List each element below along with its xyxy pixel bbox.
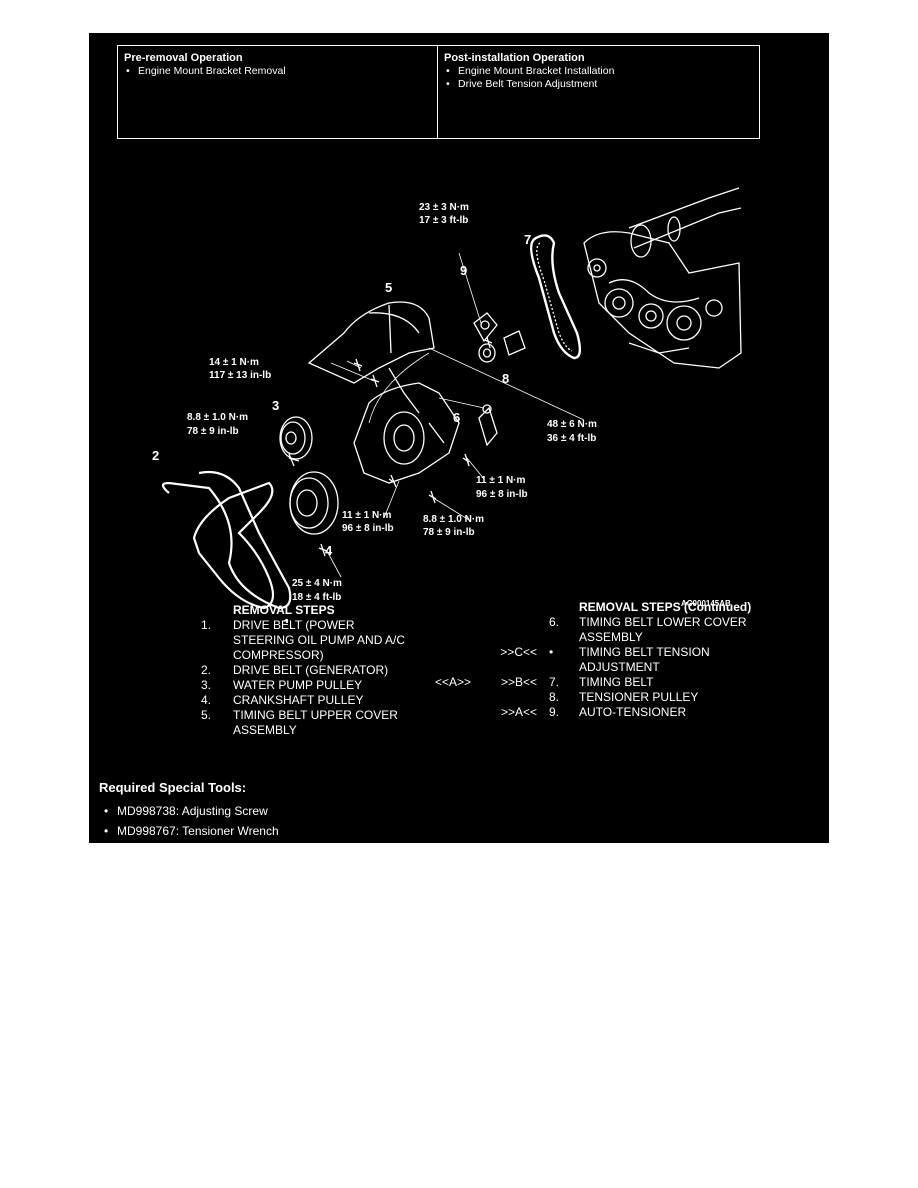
special-tool-item: MD998767: Tensioner Wrench bbox=[99, 821, 499, 841]
torque-imperial: 96 ± 8 in-lb bbox=[476, 489, 528, 500]
drive-belt-power-steering bbox=[161, 470, 292, 610]
torque-imperial: 96 ± 8 in-lb bbox=[342, 523, 394, 534]
removal-steps-continued-title: REMOVAL STEPS (Continued) bbox=[579, 600, 752, 614]
step-text-line: DRIVE BELT (POWER bbox=[233, 618, 355, 632]
water-pump-pulley bbox=[279, 416, 313, 460]
step-number: 9. bbox=[549, 705, 560, 719]
pre-removal-title: Pre-removal Operation bbox=[124, 52, 243, 64]
step-text-line: WATER PUMP PULLEY bbox=[233, 678, 363, 692]
step-text-line: ASSEMBLY bbox=[579, 630, 643, 644]
upper-cover bbox=[307, 301, 435, 384]
step-number: 3. bbox=[201, 678, 212, 692]
step-text-line: CRANKSHAFT PULLEY bbox=[233, 693, 364, 707]
step-text-line: TIMING BELT bbox=[579, 675, 654, 689]
lower-cover bbox=[353, 367, 460, 484]
removal-reference-mark: >>B<< bbox=[500, 675, 537, 689]
pre-removal-section: Pre-removal Operation Engine Mount Brack… bbox=[118, 46, 438, 138]
step-text-line: TENSIONER PULLEY bbox=[579, 690, 699, 704]
crankshaft-pulley bbox=[289, 471, 339, 535]
torque-nm: 8.8 ± 1.0 N·m bbox=[187, 412, 248, 423]
post-installation-section: Post-installation Operation Engine Mount… bbox=[438, 46, 759, 138]
operations-box: Pre-removal Operation Engine Mount Brack… bbox=[117, 45, 760, 139]
step-number: 4. bbox=[201, 693, 212, 707]
step-text-line: TIMING BELT TENSION bbox=[579, 645, 710, 659]
step-number: 7. bbox=[549, 675, 560, 689]
removal-steps-title: REMOVAL STEPS bbox=[233, 603, 335, 617]
post-installation-item: Engine Mount Bracket Installation bbox=[444, 65, 753, 78]
engine-block-illustration bbox=[583, 187, 742, 369]
special-tool-item: MD998738: Adjusting Screw bbox=[99, 801, 499, 821]
callout-numbers: 1 2 3 4 5 6 7 8 9 bbox=[152, 232, 531, 623]
tensioner-parts bbox=[473, 312, 526, 447]
removal-reference-mark: >>C<< bbox=[500, 645, 537, 659]
torque-labels: 23 ± 3 N·m 17 ± 3 ft-lb 14 ± 1 N·m 117 ±… bbox=[187, 202, 597, 603]
special-tools-list: MD998738: Adjusting Screw MD998767: Tens… bbox=[99, 801, 499, 841]
removal-step: 4. CRANKSHAFT PULLEY bbox=[201, 693, 431, 708]
torque-imperial: 36 ± 4 ft-lb bbox=[547, 433, 596, 444]
step-number: • bbox=[549, 645, 554, 659]
step-number: 5. bbox=[201, 708, 212, 722]
procedure-panel: Pre-removal Operation Engine Mount Brack… bbox=[89, 33, 829, 843]
removal-reference-mark: >>A<< bbox=[500, 705, 537, 719]
torque-nm: 11 ± 1 N·m bbox=[476, 475, 526, 486]
leader-lines bbox=[326, 252, 585, 578]
bolts bbox=[288, 336, 493, 557]
step-text-line: DRIVE BELT (GENERATOR) bbox=[233, 663, 389, 677]
post-installation-item: Drive Belt Tension Adjustment bbox=[444, 78, 753, 91]
removal-step: 8. TENSIONER PULLEY bbox=[419, 690, 819, 705]
timing-belt bbox=[530, 234, 582, 360]
callout-6: 6 bbox=[453, 410, 460, 425]
step-number: 2. bbox=[201, 663, 212, 677]
callout-5: 5 bbox=[385, 280, 392, 295]
step-number: 8. bbox=[549, 690, 560, 704]
post-installation-title: Post-installation Operation bbox=[444, 52, 585, 64]
torque-imperial: 78 ± 9 in-lb bbox=[423, 527, 475, 538]
install-reference-mark: <<A>> bbox=[434, 675, 471, 689]
step-text-line: ADJUSTMENT bbox=[579, 660, 660, 674]
step-number: 6. bbox=[549, 615, 560, 629]
exploded-view-diagram: 23 ± 3 N·m 17 ± 3 ft-lb 14 ± 1 N·m 117 ±… bbox=[152, 187, 742, 623]
step-text-line: TIMING BELT UPPER COVER bbox=[233, 708, 398, 722]
torque-nm: 14 ± 1 N·m bbox=[209, 357, 259, 368]
callout-8: 8 bbox=[502, 371, 509, 386]
torque-nm: 11 ± 1 N·m bbox=[342, 510, 392, 521]
removal-step: <<A>> >>B<< 7. TIMING BELT bbox=[419, 675, 819, 690]
callout-4: 4 bbox=[325, 543, 333, 558]
torque-imperial: 117 ± 13 in-lb bbox=[209, 370, 271, 381]
step-text-line: ASSEMBLY bbox=[233, 723, 297, 737]
callout-9: 9 bbox=[460, 263, 467, 278]
callout-1: 1 bbox=[283, 616, 290, 623]
step-text-line: STEERING OIL PUMP AND A/C bbox=[233, 633, 406, 647]
step-number: 1. bbox=[201, 618, 212, 632]
post-installation-list: Engine Mount Bracket Installation Drive … bbox=[444, 65, 753, 91]
removal-step: 3. WATER PUMP PULLEY bbox=[201, 678, 431, 693]
removal-step: >>A<< 9. AUTO-TENSIONER bbox=[419, 705, 819, 720]
special-tools-section: Required Special Tools: MD998738: Adjust… bbox=[99, 779, 499, 841]
step-text-line: COMPRESSOR) bbox=[233, 648, 324, 662]
pre-removal-list: Engine Mount Bracket Removal bbox=[124, 65, 431, 78]
torque-imperial: 18 ± 4 ft-lb bbox=[292, 592, 341, 603]
torque-nm: 48 ± 6 N·m bbox=[547, 419, 597, 430]
callout-7: 7 bbox=[524, 232, 531, 247]
torque-nm: 8.8 ± 1.0 N·m bbox=[423, 514, 484, 525]
pre-removal-item: Engine Mount Bracket Removal bbox=[124, 65, 431, 78]
torque-imperial: 78 ± 9 in-lb bbox=[187, 426, 239, 437]
special-tools-title: Required Special Tools: bbox=[99, 780, 247, 795]
drive-belt-generator bbox=[192, 481, 275, 610]
torque-nm: 23 ± 3 N·m bbox=[419, 202, 469, 213]
removal-step: 2. DRIVE BELT (GENERATOR) bbox=[201, 663, 431, 678]
callout-2: 2 bbox=[152, 448, 159, 463]
removal-steps-continued: REMOVAL STEPS (Continued) 6. TIMING BELT … bbox=[419, 600, 819, 720]
torque-imperial: 17 ± 3 ft-lb bbox=[419, 215, 468, 226]
step-text-line: TIMING BELT LOWER COVER bbox=[579, 615, 747, 629]
figure-code: AC000145AB bbox=[681, 599, 731, 608]
step-text-line: AUTO-TENSIONER bbox=[579, 705, 687, 719]
torque-nm: 25 ± 4 N·m bbox=[292, 578, 342, 589]
callout-3: 3 bbox=[272, 398, 279, 413]
